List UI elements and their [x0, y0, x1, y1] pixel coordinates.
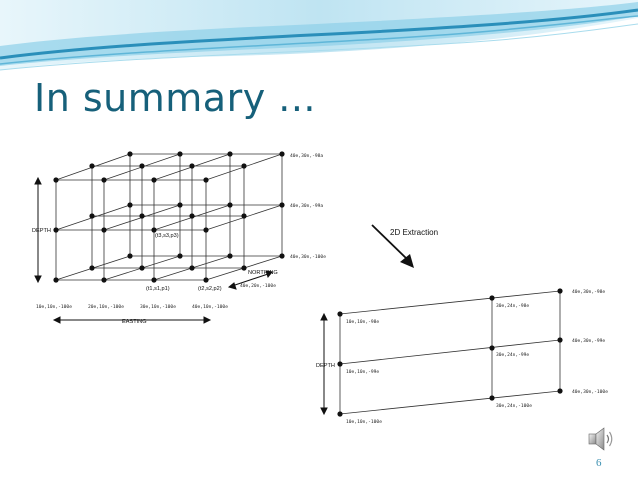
right-depth-axis-label: DEPTH [316, 363, 335, 369]
coord-label: 40e,30n,-99e [572, 338, 605, 344]
right-depth-axis-arrow [320, 312, 328, 416]
coord-label: 30e,24n,-99e [496, 352, 529, 358]
depth-axis-label: DEPTH [32, 228, 51, 234]
coord-label: 40e,30n,-98e [572, 289, 605, 295]
speaker-icon[interactable] [586, 425, 616, 453]
coord-label: 20e,10n,-100e [88, 304, 124, 310]
coord-label: 30e,24n,-100e [496, 403, 532, 409]
northing-axis-arrow [227, 270, 273, 290]
header-wave-banner [0, 0, 638, 80]
coord-label: 10e,10n,-98e [346, 319, 379, 325]
coord-label: 40e,10n,-100e [192, 304, 228, 310]
extraction-arrow [371, 224, 414, 268]
slide-title: In summary ... [34, 76, 316, 120]
extraction-label: 2D Extraction [390, 228, 438, 237]
coord-label: 10e,10n,-100e [36, 304, 72, 310]
easting-axis-arrow [52, 316, 212, 324]
coord-label: 30e,24n,-98e [496, 303, 529, 309]
3d-grid-nodes [53, 151, 285, 283]
coord-label: 40e,30n,-100e [290, 254, 326, 260]
point-label-t1: (t1,s1,p1) [146, 286, 170, 292]
coord-label: 40e,30n,-100e [572, 389, 608, 395]
page-number: 6 [596, 457, 602, 469]
2d-plane-nodes [337, 288, 563, 417]
northing-axis-label: NORTHING [248, 270, 278, 276]
coord-label: 40e,30n,-99a [290, 203, 323, 209]
easting-axis-label: EASTING [122, 319, 147, 325]
2d-plane-figure [339, 290, 561, 415]
coord-label: 30e,10n,-100e [140, 304, 176, 310]
coord-label: 40e,20n,-100e [240, 283, 276, 289]
coord-label: 10e,10n,-100e [346, 419, 382, 425]
point-label-t2: (t2,s2,p2) [198, 286, 222, 292]
coord-label: 10e,10n,-99e [346, 369, 379, 375]
depth-axis-arrow [34, 176, 42, 284]
point-label-t3: (t3,s3,p3) [155, 233, 179, 239]
coord-label: 40e,30n,-98a [290, 153, 323, 159]
